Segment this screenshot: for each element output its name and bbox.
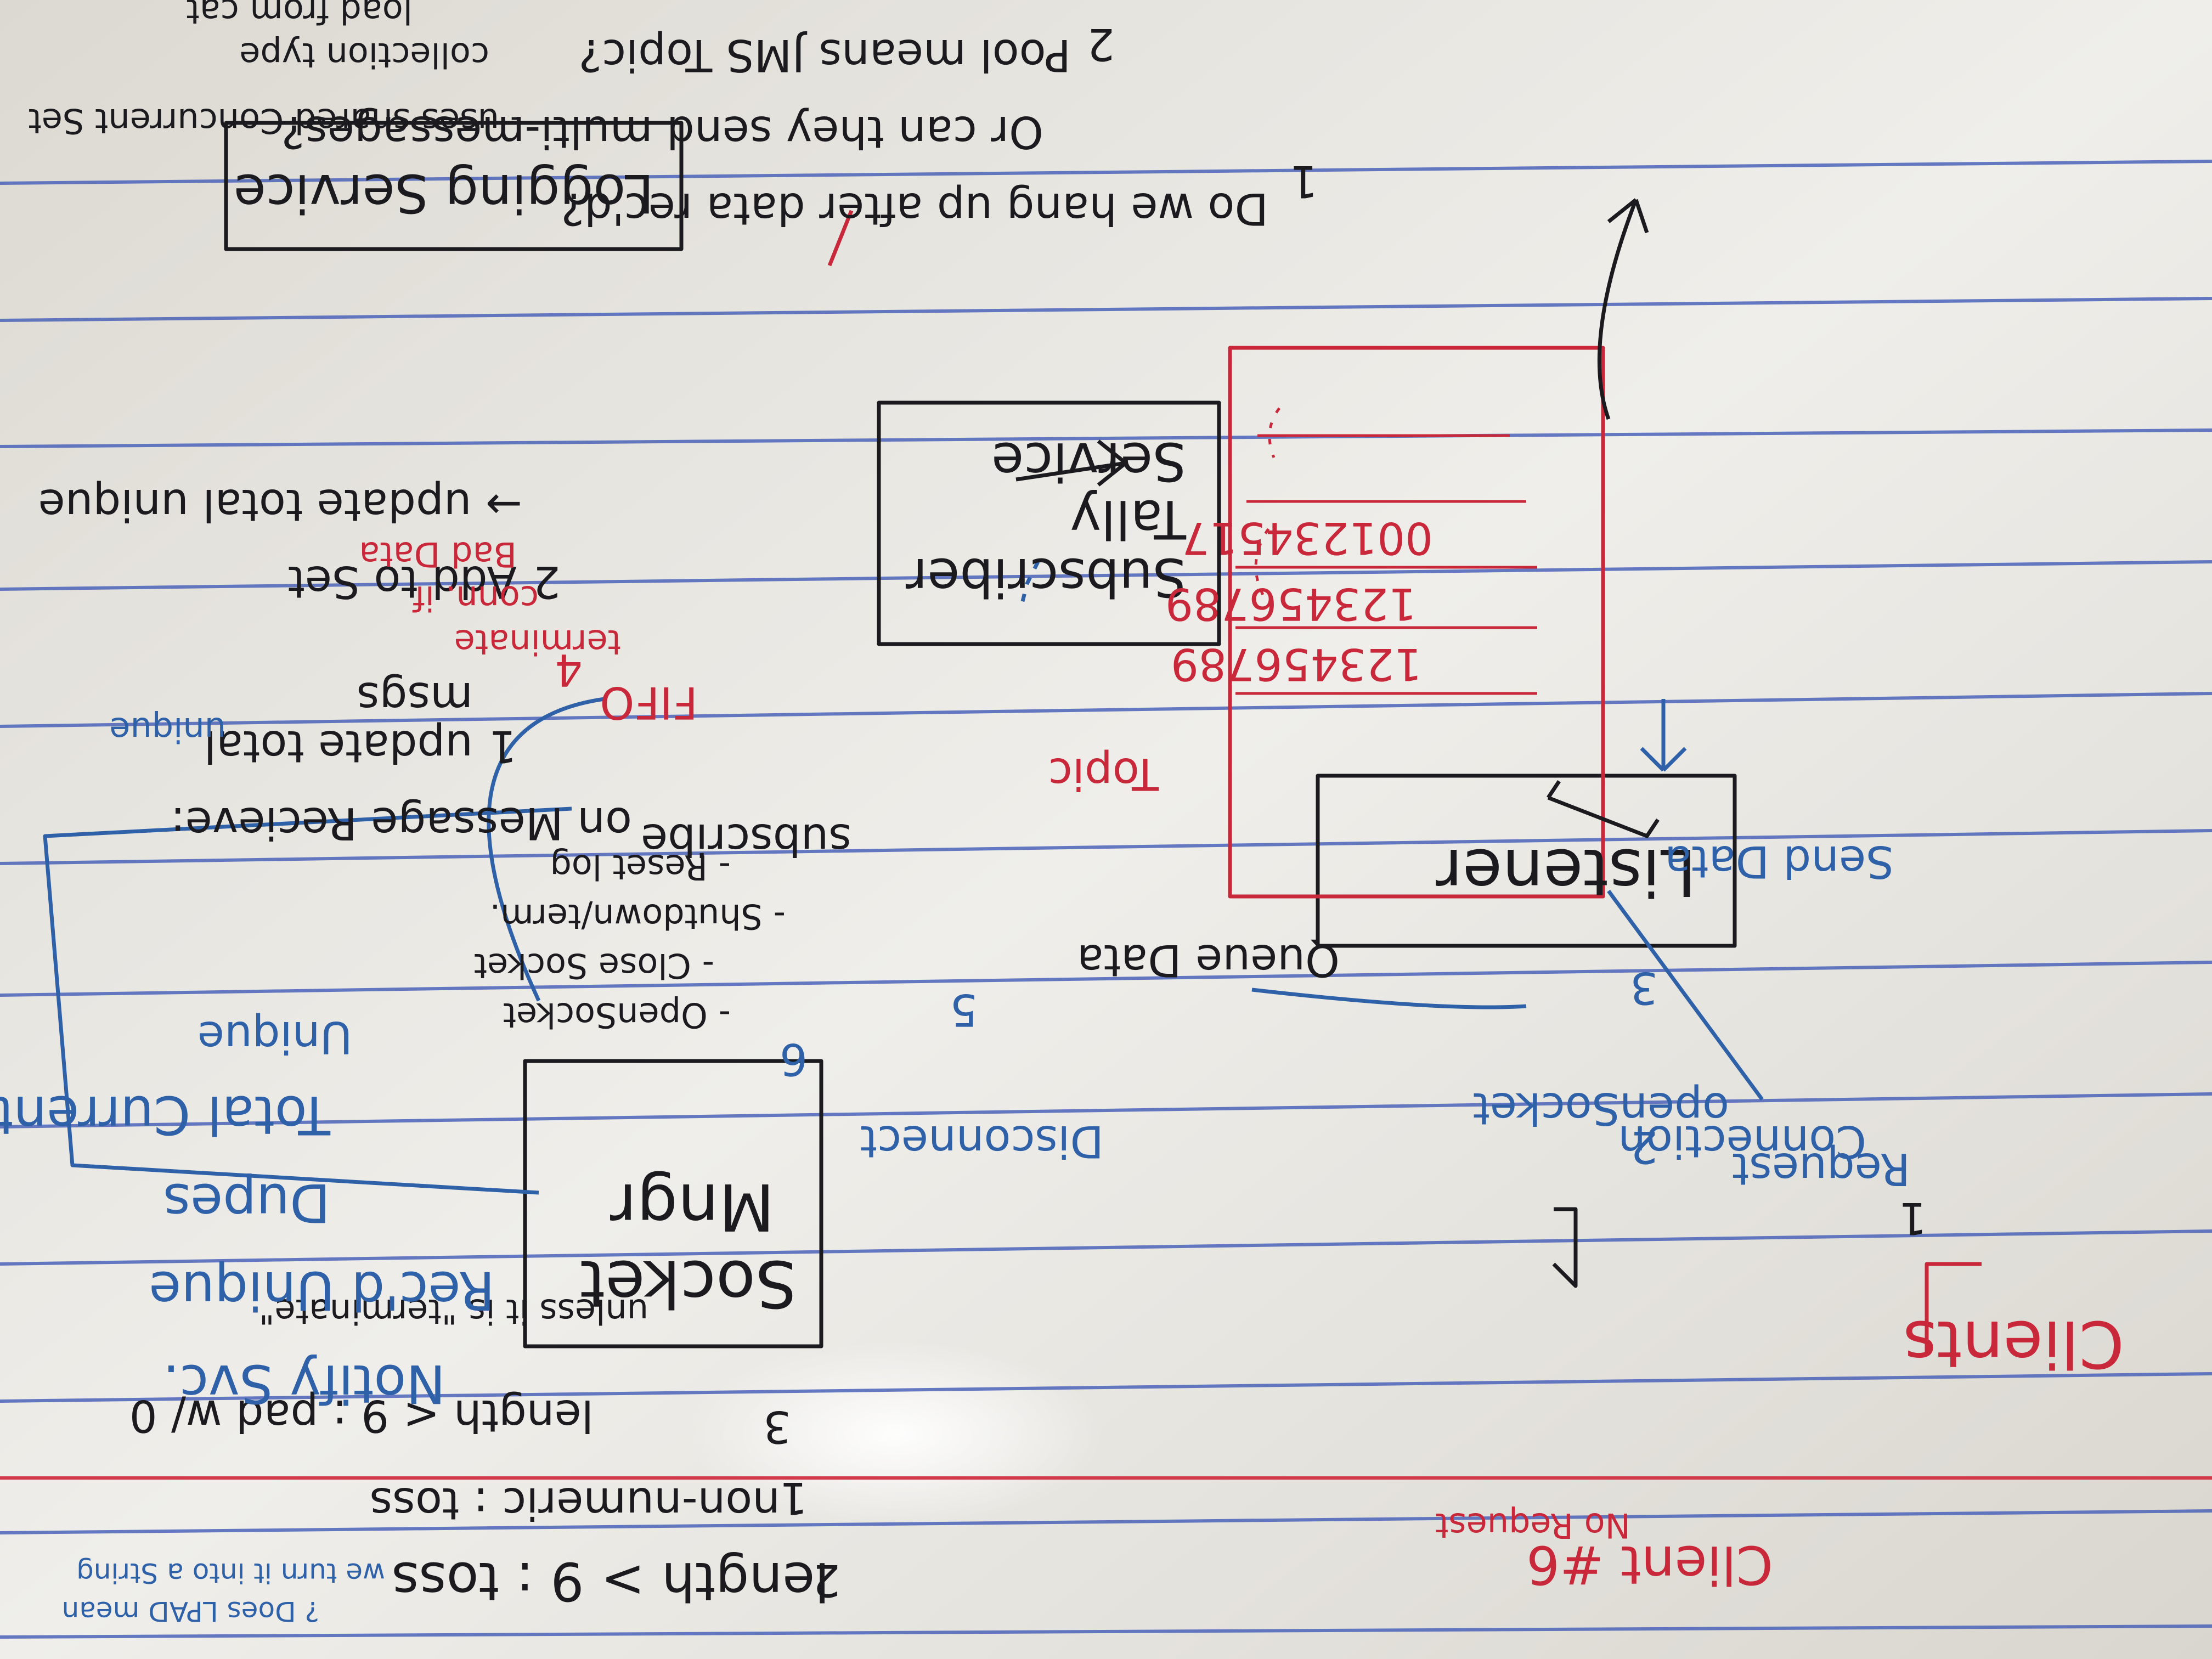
topic-ellipsis — [1254, 407, 1281, 596]
question1-num: 1 — [1290, 156, 1318, 207]
socket-mngr-subtitle: Mngr — [610, 1169, 775, 1245]
socket-note-2: - Close Socket — [473, 946, 714, 986]
queue-data-label: Queue Data — [1076, 935, 1340, 986]
validation-step1-num: 1 — [780, 1472, 808, 1523]
tally-service-label: Subscriber Tally Service — [905, 430, 1186, 608]
listener-label: Listener — [1436, 834, 1696, 910]
terminate-line2: conn. if — [413, 578, 539, 618]
on-message-step1-note: unique — [109, 710, 226, 750]
on-message-step1-num: 1 — [489, 721, 517, 772]
arrow-left-icon — [1547, 780, 1660, 838]
notify-line1: Rec'd Unique — [149, 1260, 495, 1321]
fifo-num: 4 — [555, 644, 583, 695]
topic-dividers — [1235, 434, 1537, 695]
red-request-arrow — [1925, 1262, 1982, 1352]
logging-service-box — [224, 121, 684, 251]
question2-line1: Pool means JMS Topic? — [578, 30, 1071, 81]
strike-arrow-icon — [1019, 561, 1040, 606]
disconnect-label: Disconnect — [860, 1116, 1104, 1167]
question2-line3: collection type — [239, 35, 489, 75]
validation-step1: non-numeric : toss — [369, 1478, 780, 1529]
notify-line2: Dupes — [163, 1172, 330, 1233]
on-message-step2-note: → update total unique — [38, 479, 522, 531]
notify-svc-label: Notify Svc. — [162, 1353, 445, 1414]
topic-box — [1228, 346, 1605, 899]
validation-step2: length > 9 : toss — [391, 1550, 830, 1612]
feedback-arc — [487, 697, 605, 1002]
topic-entry-1: 123456789 — [1170, 639, 1422, 690]
fifo-label: FIFO — [600, 677, 698, 728]
arrow-right-icon — [1015, 439, 1127, 487]
blue-loop — [1251, 699, 1687, 1009]
ruled-lines — [0, 160, 2212, 1639]
blue-down-arrow — [1607, 889, 1764, 1101]
topic-entry-2: 123456789 — [1165, 578, 1417, 629]
socket-mngr-box — [523, 1059, 823, 1348]
question1-line1: Do we hang up after data rec'd? — [561, 183, 1269, 234]
send-data-label: Send Data — [1664, 836, 1894, 887]
footnote-line1: ? Does LPAD mean — [61, 1595, 319, 1627]
footnote-line2: we turn it into a String — [76, 1557, 385, 1589]
question2-line2: - uses shared Concurrent Set — [28, 101, 522, 141]
notify-panel-outline — [43, 806, 572, 1195]
queue-num: 5 — [950, 984, 978, 1035]
terminate-line1: terminate — [454, 622, 621, 662]
socket-note-1: - OpenSocket — [503, 995, 731, 1035]
listener-box — [1316, 774, 1737, 948]
boxes — [43, 121, 1982, 1352]
connection-label: Connection — [1618, 1116, 1866, 1167]
subscribe-label: subscribe — [641, 814, 851, 865]
no-request-label: No Request — [1435, 1505, 1630, 1545]
send-data-num: 3 — [1630, 962, 1658, 1013]
topic-entry-3: 001234517 — [1181, 512, 1433, 563]
question2-num: 2 — [1087, 19, 1115, 70]
question2-line4: load from cat — [186, 0, 413, 31]
tally-service-box — [877, 400, 1221, 646]
notify-line4: Unique — [197, 1012, 352, 1063]
notify-line3: Total Current — [0, 1084, 330, 1146]
terminate-line3: Bad Data — [359, 534, 517, 574]
arrow-up-icon — [1552, 1207, 1578, 1288]
red-strike — [827, 210, 854, 267]
on-message-heading: on Message Recieve: — [170, 798, 632, 849]
dashed-arrow-icon — [1597, 198, 1649, 420]
topic-label: Topic — [1048, 748, 1159, 799]
request-num: 1 — [1899, 1193, 1927, 1244]
clients-label: Clients — [1903, 1306, 2124, 1382]
validation-step3-num: 3 — [763, 1401, 791, 1452]
disconnect-num: 6 — [780, 1034, 808, 1085]
socket-note-3: - Shutdown/term. — [489, 896, 786, 936]
